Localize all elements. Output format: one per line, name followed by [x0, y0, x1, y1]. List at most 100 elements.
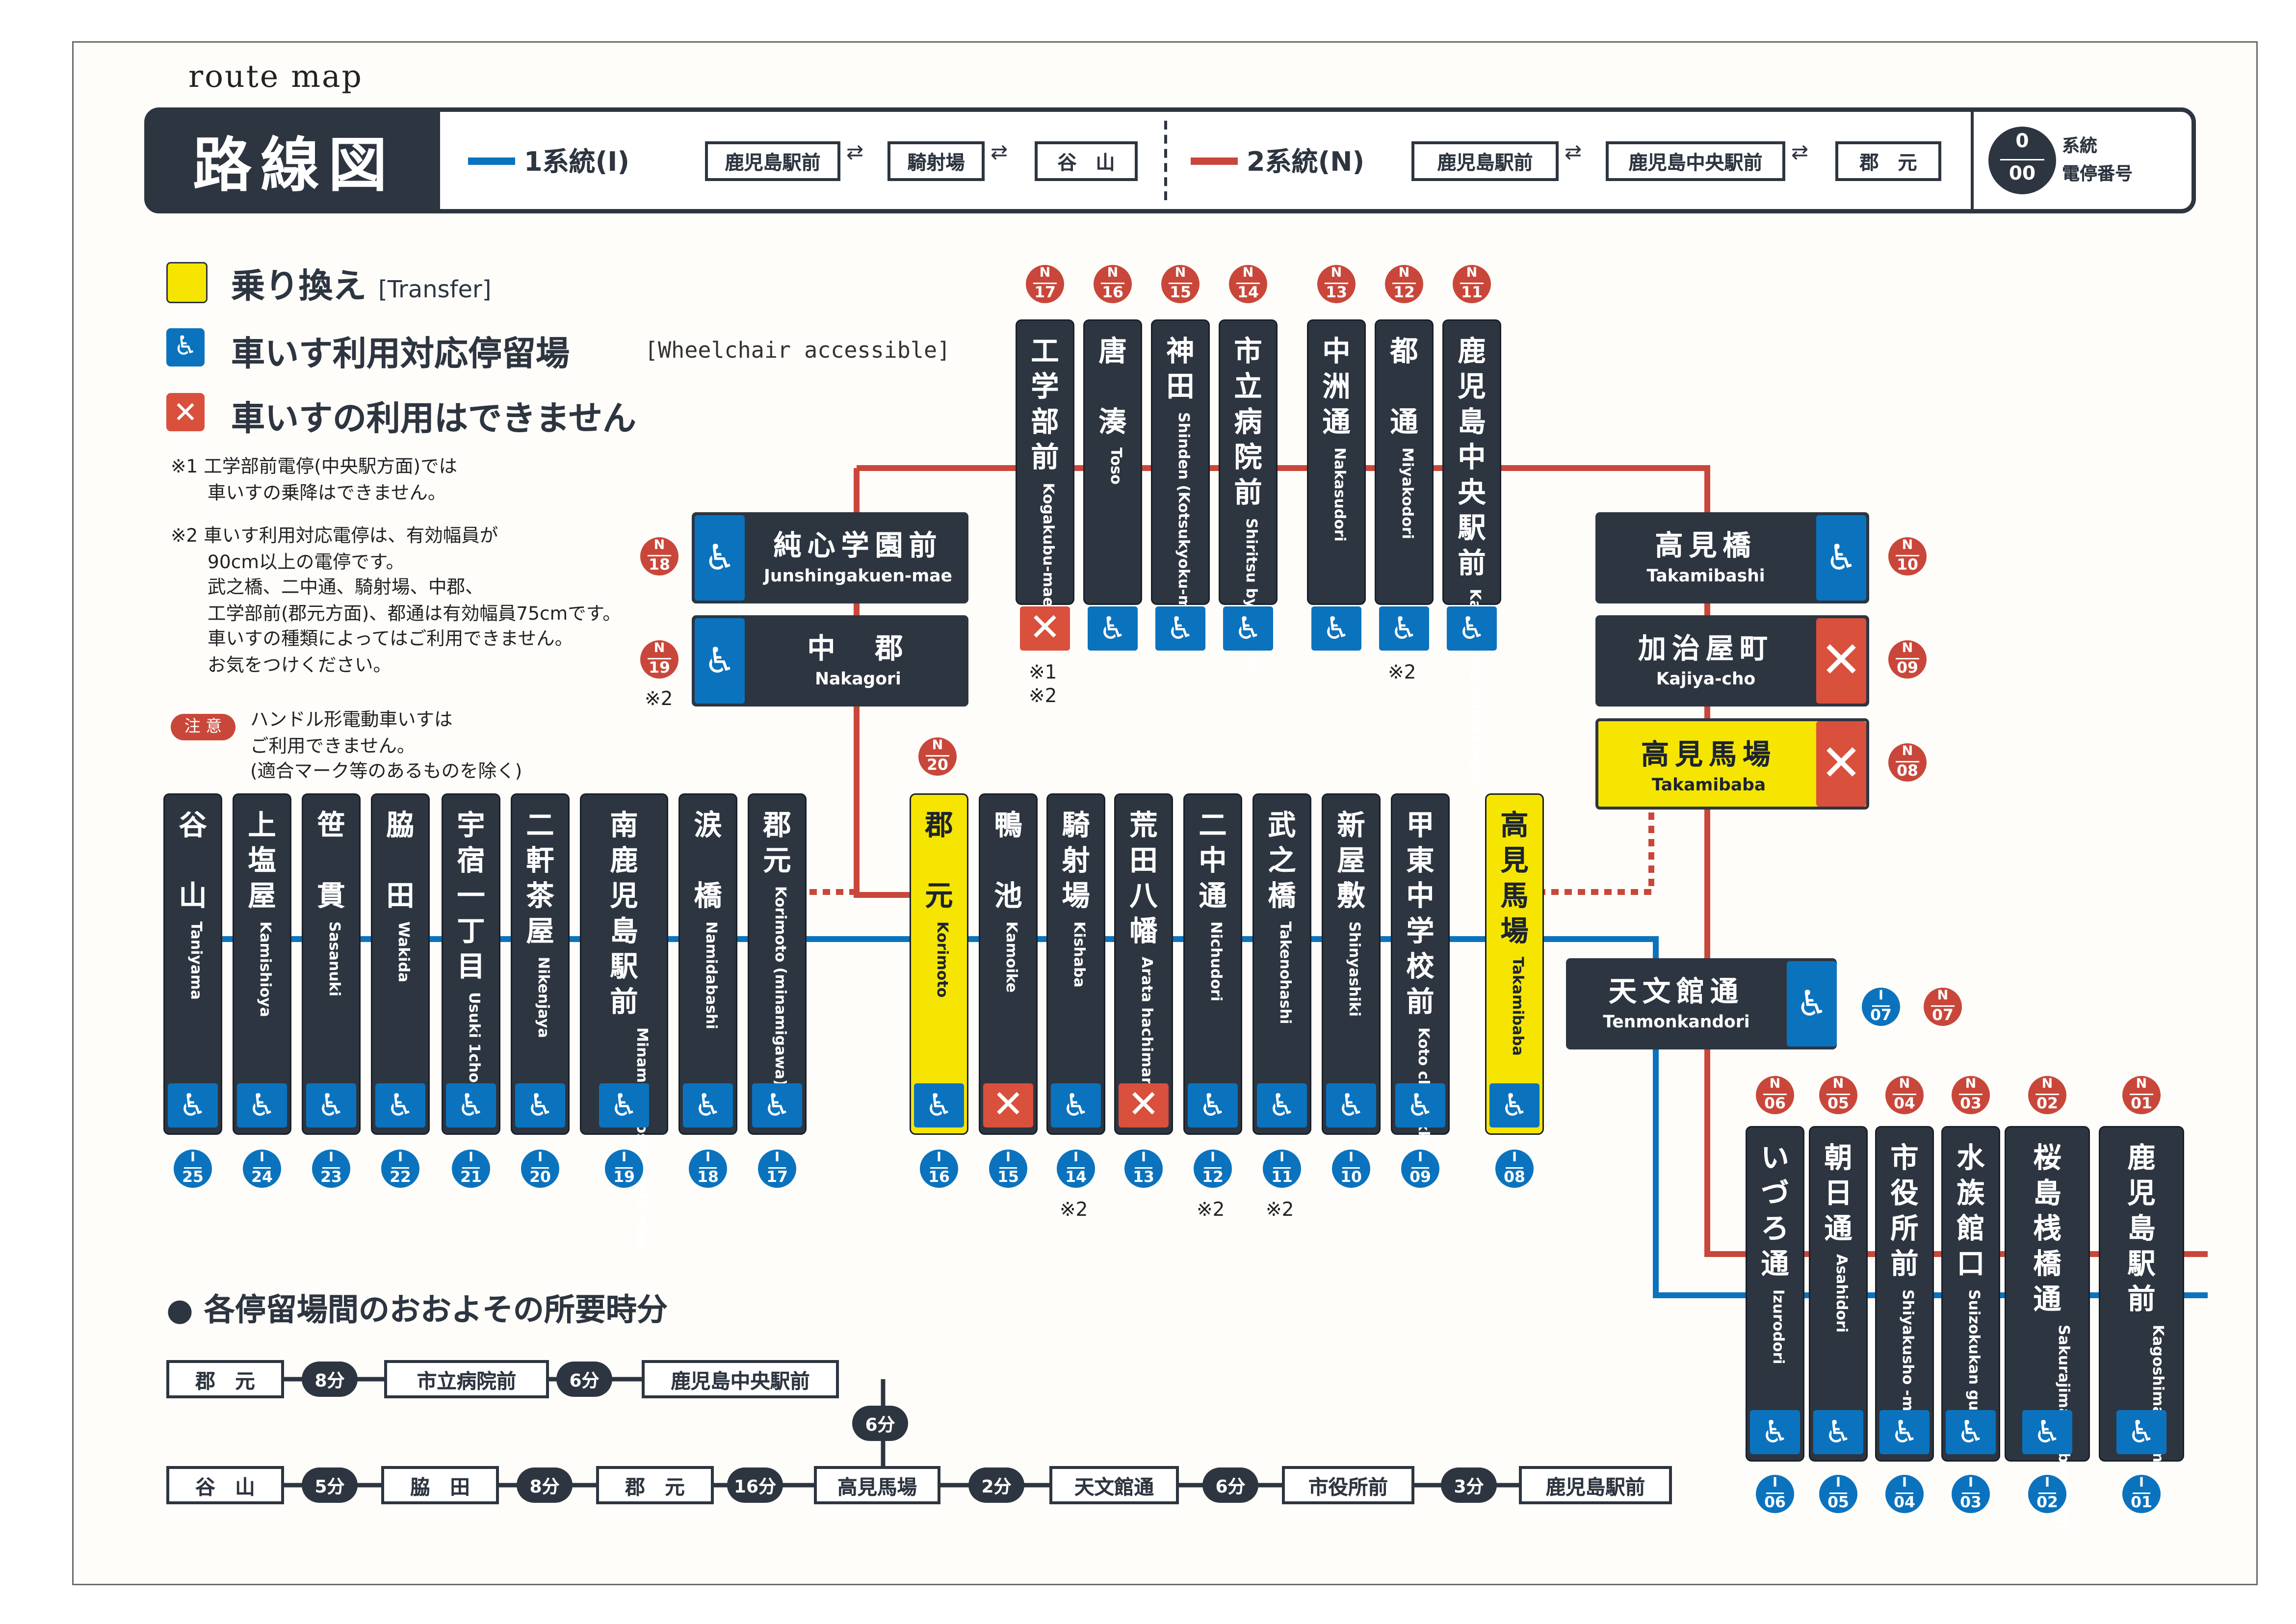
stop-tenmonkandori[interactable]: 天文館通 Tenmonkandori ♿: [1566, 958, 1837, 1049]
close-icon: ✕: [1020, 606, 1070, 651]
stop-name-en: Takamibaba: [1651, 774, 1766, 795]
wheelchair-icon: ♿: [375, 1083, 425, 1127]
stop-name-jp: 上 塩 屋: [248, 810, 276, 913]
two-way-arrow-icon: ⇄: [991, 141, 1008, 165]
stop-name-jp: 騎 射 場: [1062, 810, 1090, 913]
note-1: ※1 工学部前電停(中央駅方面)では 車いすの乗降はできません。: [171, 455, 457, 503]
wheelchair-icon: ♿: [1326, 1083, 1376, 1127]
stop-name-jp: 中 洲 通: [1322, 336, 1351, 439]
page-title: 路線図: [149, 112, 440, 209]
travel-time-pill: 5分: [302, 1467, 358, 1503]
travel-time-stop: 天文館通: [1049, 1466, 1179, 1504]
wheelchair-icon: ♿: [306, 1083, 356, 1127]
key-label-system: 系統: [2062, 135, 2098, 156]
travel-time-stop: 脇 田: [381, 1466, 499, 1504]
stop-name-jp: 鴨 池: [994, 810, 1022, 913]
note-2: ※2 車いす利用対応電停は、有効幅員が 90cm以上の電停です。 武之橋、二中通…: [171, 524, 621, 675]
stop-bottom-16[interactable]: 甲 東 中 学 校 前Koto chugakko-mae: [1392, 795, 1448, 1192]
wheelchair-icon: ♿: [1879, 1410, 1930, 1454]
travel-time-title: ● 各停留場間のおおよその所要時分: [166, 1292, 668, 1328]
key-badge: 0 00: [1988, 127, 2056, 194]
close-icon: ✕: [166, 393, 205, 431]
travel-time-stop: 谷 山: [166, 1466, 284, 1504]
stop-right-v-4[interactable]: 桜 島 桟 橋 通Sakurajima sanbashidori: [2006, 1127, 2088, 1530]
travel-time-pill: 2分: [968, 1467, 1024, 1503]
stop-name-jp: 都 通: [1390, 336, 1418, 439]
key-stop-number: 00: [2009, 163, 2036, 185]
system1-stop-2: 騎射場: [887, 141, 985, 181]
wheelchair-icon: ♿: [1489, 1083, 1539, 1127]
wheelchair-icon: ♿: [237, 1083, 287, 1127]
system2-stop-2: 鹿児島中央駅前: [1606, 141, 1785, 181]
stop-name-en: Takamibashi: [1646, 565, 1765, 586]
stop-name-jp: 宇 宿 一 丁 目: [457, 810, 485, 983]
stop-name-jp: 高見橋: [1655, 530, 1757, 562]
stop-name-jp: 加治屋町: [1638, 633, 1774, 665]
wheelchair-icon: ♿: [683, 1083, 733, 1127]
close-icon: ✕: [1816, 618, 1866, 704]
system2-label: 2系統(N): [1247, 147, 1365, 178]
two-way-arrow-icon: ⇄: [1791, 141, 1809, 165]
wheelchair-icon: ♿: [599, 1083, 649, 1127]
stop-name-jp: 中 郡: [807, 633, 909, 665]
caution-badge: 注 意: [171, 714, 235, 740]
wheelchair-icon: ♿: [1946, 1410, 1996, 1454]
wheelchair-icon: ♿: [1257, 1083, 1307, 1127]
stop-name-jp: 涙 橋: [694, 810, 722, 913]
footnote-mark: ※2: [1060, 1200, 1088, 1222]
travel-time-pill: 8分: [517, 1467, 573, 1503]
